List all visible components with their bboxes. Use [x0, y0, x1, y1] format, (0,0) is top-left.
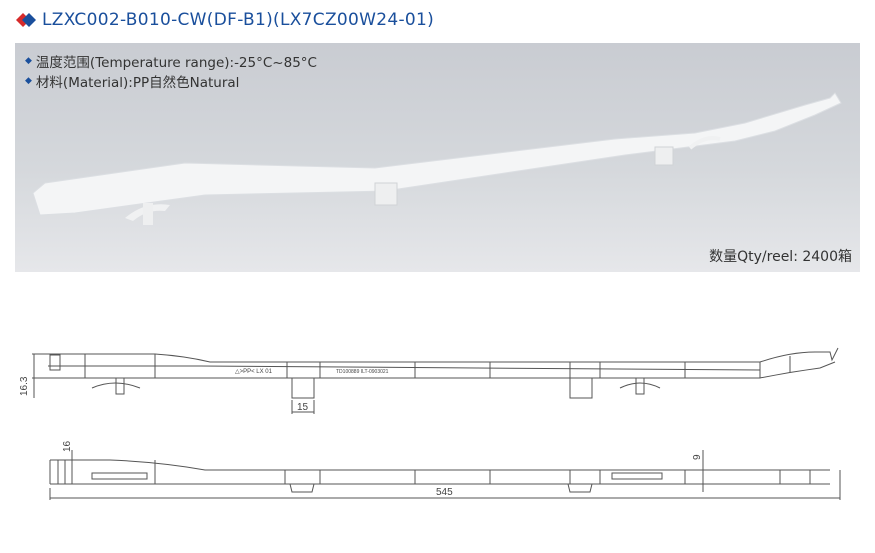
marking-code: TD100889 ILT-0903021 [336, 369, 389, 375]
dim-height-16: 16 [62, 440, 73, 452]
product-code: LZXC002-B010-CW(DF-B1)(LX7CZ00W24-01) [42, 10, 435, 30]
product-title: LZXC002-B010-CW(DF-B1)(LX7CZ00W24-01) [16, 8, 434, 32]
bullet-icon: ◆ [25, 56, 32, 66]
spec-material-text: 材料(Material):PP自然色Natural [35, 75, 240, 91]
dim-height-16-3: 16.3 [19, 376, 30, 396]
dim-offset-9: 9 [692, 454, 703, 460]
spec-temperature: ◆温度范围(Temperature range):-25°C~85°C [25, 51, 317, 71]
bullet-icon: ◆ [25, 76, 32, 86]
dim-length-545: 545 [436, 487, 453, 498]
marking-pp: △>PP< LX 01 [235, 369, 273, 375]
diamond-logo-icon [16, 13, 36, 27]
spec-temperature-text: 温度范围(Temperature range):-25°C~85°C [35, 55, 317, 71]
qty-per-reel: 数量Qty/reel: 2400箱 [709, 249, 852, 265]
top-view-drawing [49, 450, 841, 500]
side-view-drawing [32, 347, 839, 414]
spec-material: ◆材料(Material):PP自然色Natural [25, 71, 239, 91]
dim-clip-15: 15 [297, 402, 309, 413]
part-photo-illustration [32, 92, 842, 225]
product-photo: ◆温度范围(Temperature range):-25°C~85°C ◆材料(… [15, 43, 860, 272]
